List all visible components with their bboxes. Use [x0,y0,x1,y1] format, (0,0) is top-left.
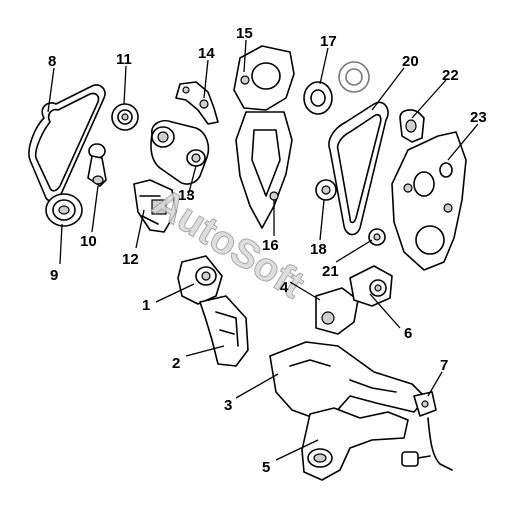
callout-18: 18 [310,241,327,258]
part-10-tensioner [87,143,107,187]
part-21-crank-sprocket [368,228,386,246]
callout-labels: 8 11 14 15 17 20 22 23 9 10 12 13 16 18 … [48,25,487,476]
part-4-thermostat-housing [315,287,359,335]
part-9-crank-pulley [45,193,83,227]
part-1-engine-mount [177,255,223,305]
callout-23: 23 [470,109,487,126]
part-18-idler [315,179,337,201]
part-11-idler-pulley [111,103,139,131]
callout-7: 7 [440,357,448,374]
part-6-water-outlet [349,265,393,307]
callout-5: 5 [262,459,270,476]
callout-21: 21 [322,263,339,280]
part-15-upper-timing-cover [233,45,295,111]
callout-15: 15 [236,25,253,42]
part-13-water-pump [150,119,210,185]
part-5-exhaust-manifold [301,407,409,481]
callout-17: 17 [320,33,337,50]
callout-14: 14 [198,45,215,62]
oxygen-sensor-lead [401,417,453,471]
callout-9: 9 [50,267,58,284]
part-7-gasket [413,391,437,417]
part-12-bracket [133,179,177,233]
part-20-timing-belt [328,101,389,236]
callout-16: 16 [262,237,279,254]
callout-13: 13 [178,187,195,204]
callout-6: 6 [404,325,412,342]
callout-20: 20 [402,53,419,70]
part-2-mount-bracket [199,295,249,367]
callout-1: 1 [142,297,150,314]
callout-12: 12 [122,251,139,268]
part-3-heat-shield [269,341,427,419]
callout-10: 10 [80,233,97,250]
part-8-accessory-belt [28,84,106,202]
part-22-tensioner-roller [399,109,425,143]
callout-22: 22 [442,67,459,84]
callout-2: 2 [172,355,180,372]
callout-3: 3 [224,397,232,414]
part-23-rear-plate [391,131,467,271]
part-16-lower-timing-cover [235,111,293,229]
callout-11: 11 [116,51,132,68]
leader-lines [47,39,479,461]
callout-4: 4 [280,279,289,296]
callout-8: 8 [48,53,56,70]
part-14-bracket [175,81,219,125]
part-17-cam-sprocket [303,61,370,115]
